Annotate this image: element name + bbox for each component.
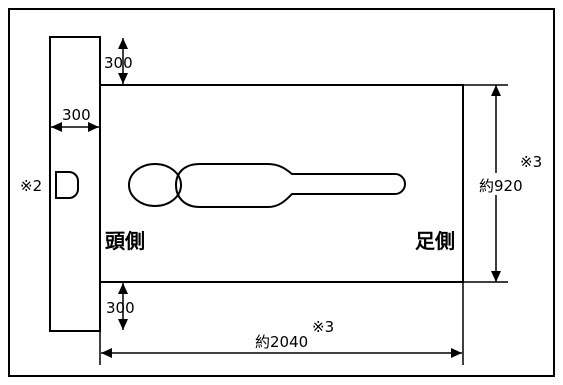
person-body-icon — [174, 163, 406, 208]
length-arrow-right — [451, 348, 462, 358]
person-head-icon — [128, 163, 182, 207]
foot-side-label: 足側 — [415, 229, 455, 253]
length-note-label: ※3 — [312, 318, 334, 336]
bed-outline — [99, 84, 464, 283]
head-side-label: 頭側 — [105, 229, 145, 253]
width-arrow-down — [491, 271, 501, 282]
width-label-backing — [478, 173, 530, 195]
top-clearance-label: 300 — [104, 54, 133, 72]
bottom-clearance-arrow-down — [118, 319, 128, 330]
width-arrow-up — [491, 85, 501, 96]
width-note-label: ※3 — [520, 153, 542, 171]
wall-panel — [49, 36, 101, 332]
width-value-label: 約920 — [479, 177, 523, 195]
room-frame — [8, 8, 555, 377]
side-clearance-arrow-right — [88, 122, 99, 132]
wall-device-icon — [55, 171, 79, 199]
side-clearance-label: 300 — [62, 106, 91, 124]
top-clearance-arrow-up — [118, 38, 128, 49]
bottom-clearance-arrow-up — [118, 283, 128, 294]
length-arrow-left — [101, 348, 112, 358]
wall-device-note-label: ※2 — [20, 177, 42, 195]
side-clearance-arrow-left — [51, 122, 62, 132]
bottom-clearance-label: 300 — [106, 299, 135, 317]
length-value-label: 約2040 — [255, 333, 308, 351]
top-clearance-arrow-down — [118, 73, 128, 84]
